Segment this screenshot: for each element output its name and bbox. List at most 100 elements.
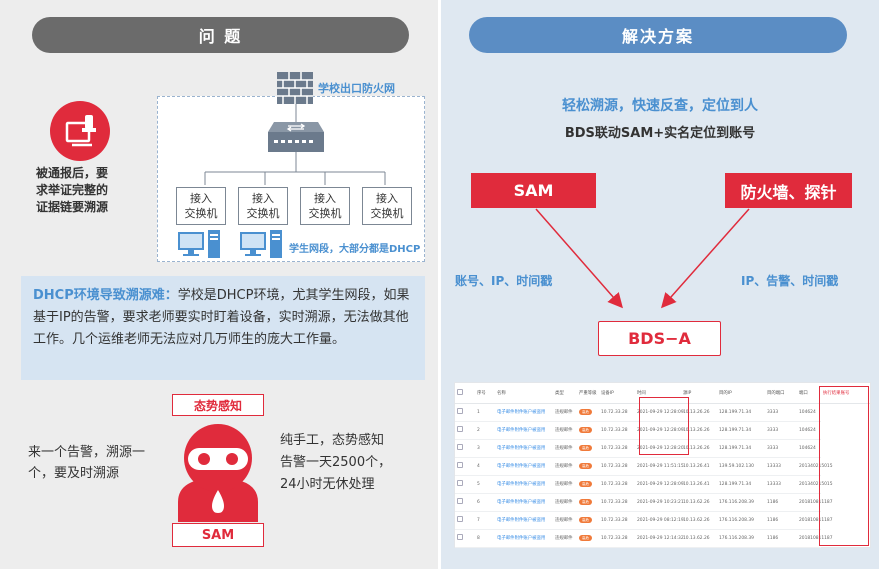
table-cell: 201810811187 xyxy=(797,529,833,548)
select-all-checkbox[interactable] xyxy=(455,383,475,404)
row-checkbox[interactable] xyxy=(455,439,475,458)
table-header-row: 序号 名称 类型 严重等级 设备IP 时间 源IP 目的IP 目的端口 端口 执… xyxy=(455,383,872,404)
table-cell: 违规邮件 xyxy=(553,421,577,440)
table-cell: 13333 xyxy=(765,475,797,494)
column-header[interactable]: 类型 xyxy=(553,383,577,404)
table-cell: 违规邮件 xyxy=(553,529,577,548)
table-cell: 201810811187 xyxy=(797,493,833,512)
alert-table: 序号 名称 类型 严重等级 设备IP 时间 源IP 目的IP 目的端口 端口 执… xyxy=(454,382,872,548)
alert-text: 来一个告警，溯源一个，要及时溯源 xyxy=(28,445,146,481)
row-checkbox[interactable] xyxy=(455,421,475,440)
table-cell: 违规邮件 xyxy=(553,493,577,512)
computer-icon xyxy=(240,230,282,258)
core-switch-icon xyxy=(268,122,324,152)
table-cell[interactable]: 电子邮件附件账户被盗用 xyxy=(495,493,553,512)
column-header[interactable]: 端口 xyxy=(797,383,821,404)
table-cell[interactable]: 电子邮件附件账户被盗用 xyxy=(495,529,553,548)
table-cell[interactable]: 电子邮件附件账户被盗用 xyxy=(495,439,553,458)
severity-badge: 高危 xyxy=(579,409,592,415)
column-header[interactable]: 目的端口 xyxy=(765,383,797,404)
severity-badge: 高危 xyxy=(579,427,592,433)
network-lines xyxy=(204,102,386,185)
report-text: 被通报后，要 求举证完整的 证据链要溯源 xyxy=(36,165,108,216)
switch-label: 接入 xyxy=(314,192,336,205)
firewall-probe-box: 防火墙、探针 xyxy=(725,173,852,208)
switch-label: 交换机 xyxy=(184,207,218,220)
solution-header: 解决方案 xyxy=(469,17,847,53)
firewall-icon xyxy=(277,72,313,104)
table-cell: 6 xyxy=(475,493,495,512)
switch-label: 接入 xyxy=(190,192,212,205)
row-checkbox[interactable] xyxy=(455,403,475,422)
column-header[interactable]: 名称 xyxy=(495,383,553,404)
column-header-account[interactable]: 执行结果账号 xyxy=(821,383,872,404)
column-header[interactable]: 设备IP xyxy=(599,383,635,404)
table-cell: 128.199.71.34 xyxy=(717,403,765,422)
table-cell: 2 xyxy=(475,421,495,440)
table-cell: 176.116.208.39 xyxy=(717,529,765,548)
manual-text-line: 告警一天2500个， xyxy=(280,455,392,470)
severity-badge: 高危 xyxy=(579,517,592,523)
table-cell: 7 xyxy=(475,511,495,530)
table-cell[interactable]: 电子邮件附件账户被盗用 xyxy=(495,511,553,530)
table-cell[interactable]: 电子邮件附件账户被盗用 xyxy=(495,421,553,440)
table-cell: 2021-09-29 12:28:20 xyxy=(635,439,684,458)
severity-badge: 高危 xyxy=(579,535,592,541)
row-checkbox[interactable] xyxy=(455,511,475,530)
table-cell: 13333 xyxy=(765,457,797,476)
table-cell: 1 xyxy=(475,403,495,422)
severity-badge: 高危 xyxy=(579,499,592,505)
table-cell[interactable]: 电子邮件附件账户被盗用 xyxy=(495,457,553,476)
right-edge-label: IP、告警、时间戳 xyxy=(741,274,839,288)
row-checkbox[interactable] xyxy=(455,529,475,548)
solution-subline: BDS联动SAM+实名定位到账号 xyxy=(564,126,756,141)
table-cell: 10.72.33.28 xyxy=(599,403,635,422)
table-cell: 2021-09-29 12:14:32 xyxy=(635,529,684,548)
table-cell: 176.116.208.39 xyxy=(717,511,765,530)
table-cell: 3333 xyxy=(765,421,797,440)
table-cell: 8 xyxy=(475,529,495,548)
column-header[interactable]: 时间 xyxy=(635,383,681,404)
row-checkbox[interactable] xyxy=(455,493,475,512)
table-cell: 高危 xyxy=(577,493,599,512)
flow-arrows xyxy=(535,208,750,309)
table-cell: 2021-09-29 12:28:09 xyxy=(635,421,684,440)
table-cell: 5 xyxy=(475,475,495,494)
severity-badge: 高危 xyxy=(579,481,592,487)
report-text-line: 求举证完整的 xyxy=(36,183,109,197)
row-checkbox[interactable] xyxy=(455,475,475,494)
table-cell: 10.13.62.26 xyxy=(681,529,717,548)
table-cell: 2021-09-29 08:12:19 xyxy=(635,511,684,530)
table-cell[interactable]: 电子邮件附件账户被盗用 xyxy=(495,403,553,422)
awareness-label: 态势感知 xyxy=(172,394,264,416)
table-cell: 10.72.33.28 xyxy=(599,475,635,494)
manual-text-line: 纯手工，态势感知 xyxy=(280,433,385,448)
table-cell: 违规邮件 xyxy=(553,475,577,494)
table-cell: 违规邮件 xyxy=(553,403,577,422)
manual-text: 纯手工，态势感知 告警一天2500个， 24小时无休处理 xyxy=(280,430,391,496)
left-edge-label: 账号、IP、时间戳 xyxy=(455,274,553,288)
sam-box: SAM xyxy=(471,173,596,208)
table-cell: 10.72.33.28 xyxy=(599,439,635,458)
column-header[interactable]: 严重等级 xyxy=(577,383,599,404)
row-checkbox[interactable] xyxy=(455,457,475,476)
column-header[interactable]: 目的IP xyxy=(717,383,765,404)
table-cell: 高危 xyxy=(577,475,599,494)
table-cell: 10.13.62.26 xyxy=(681,511,717,530)
table-cell[interactable]: 电子邮件附件账户被盗用 xyxy=(495,475,553,494)
column-header[interactable]: 源IP xyxy=(681,383,717,404)
dhcp-info-box: DHCP环境导致溯源难：学校是DHCP环境，尤其学生网段，如果基于IP的告警，要… xyxy=(21,276,425,380)
table-cell: 139.59.102.130 xyxy=(717,457,765,476)
column-header[interactable]: 序号 xyxy=(475,383,495,404)
table-cell: 10.72.33.28 xyxy=(599,421,635,440)
table-cell: 4 xyxy=(475,457,495,476)
table-cell: 违规邮件 xyxy=(553,457,577,476)
